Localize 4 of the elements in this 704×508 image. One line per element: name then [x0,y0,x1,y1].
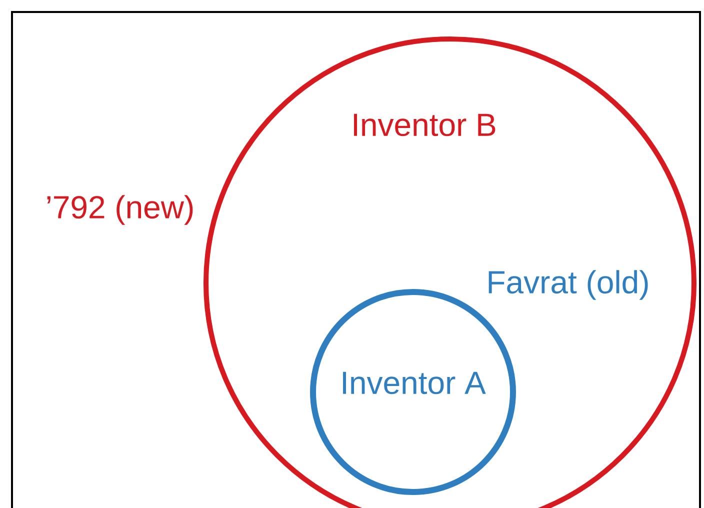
circle-label: Inventor A [343,372,486,394]
set-label: ’792 (new) [47,195,193,225]
circle-label: Inventor B [354,114,496,136]
set-label: Favrat (old) [488,270,648,300]
